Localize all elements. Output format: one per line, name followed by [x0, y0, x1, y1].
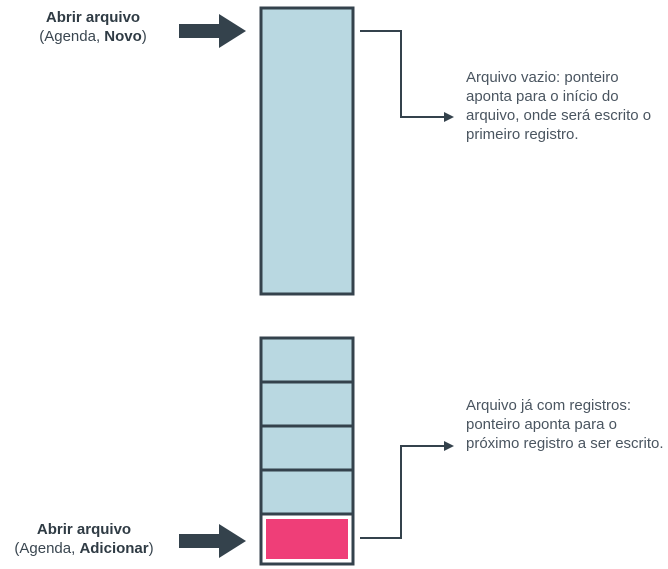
mode-new: Novo [104, 28, 142, 45]
paren-close: ) [148, 540, 154, 557]
open-new-title: Abrir arquivo [45, 9, 141, 26]
paren-close: ) [141, 28, 147, 45]
bottom-connector-line [360, 445, 444, 539]
record-slot [259, 468, 355, 516]
file-pointer-marker [266, 519, 348, 559]
paren-open: ( [14, 540, 20, 557]
file-name: Agenda [44, 28, 96, 45]
empty-file-note: Arquivo vazio: ponteiro aponta para o in… [466, 69, 652, 143]
record-slot [259, 424, 355, 472]
comma: , [71, 540, 80, 557]
open-new-params: (Agenda, Novo) [18, 27, 168, 46]
open-append-params: (Agenda, Adicionar) [4, 539, 164, 558]
open-new-label: Abrir arquivo (Agenda, Novo) [18, 8, 168, 46]
records-file-note: Arquivo já com registros: ponteiro apont… [466, 397, 664, 452]
file-name: Agenda [19, 540, 72, 557]
file-with-records [259, 336, 355, 566]
open-new-arrow [179, 14, 246, 48]
open-append-arrow [179, 524, 246, 558]
record-slot [259, 380, 355, 428]
open-append-title: Abrir arquivo [36, 521, 132, 538]
top-connector-arrowhead [444, 112, 454, 122]
record-slot [259, 336, 355, 384]
empty-file-box [259, 6, 355, 296]
open-append-label: Abrir arquivo (Agenda, Adicionar) [4, 520, 164, 558]
mode-append: Adicionar [79, 540, 149, 557]
paren-open: ( [39, 28, 45, 45]
bottom-connector-arrowhead [444, 441, 454, 451]
top-connector-line [360, 30, 444, 118]
comma: , [95, 28, 105, 45]
